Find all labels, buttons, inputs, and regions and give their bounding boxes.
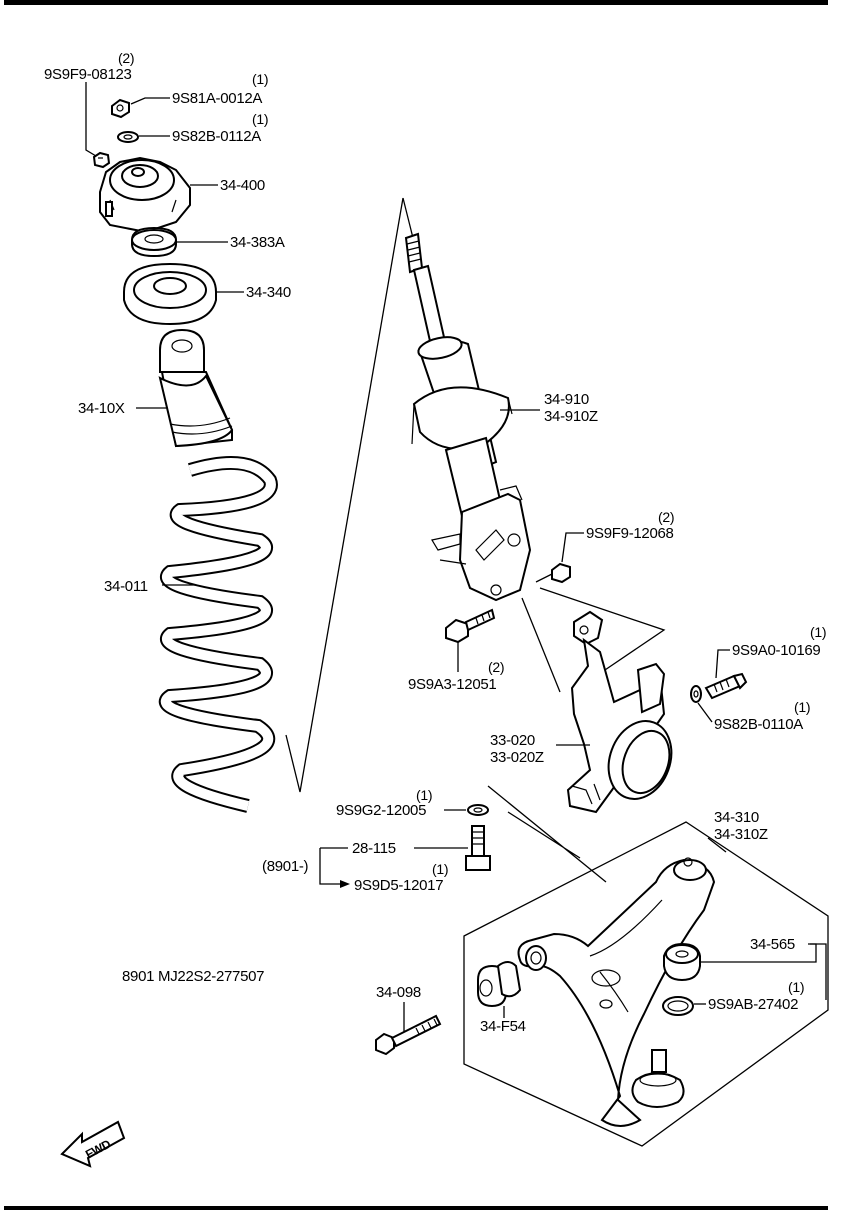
label-34-910z: 34-910Z (544, 408, 598, 425)
label-33-020z: 33-020Z (490, 749, 544, 766)
qty-9s81a-0012a: (1) (252, 71, 268, 87)
bump-stop-boot-34-10x-part (158, 328, 234, 448)
leader-34-565-b (808, 943, 827, 1000)
label-9s9a3-12051: 9S9A3-12051 (408, 676, 496, 693)
leader-9s9f9-08123 (85, 82, 97, 157)
bolt-9s9a0-10169-part (704, 672, 748, 700)
snap-ring-9s9ab-27402-part (662, 996, 694, 1016)
label-34-565: 34-565 (750, 936, 795, 953)
leader-34-310 (707, 837, 727, 853)
nut-9s9f9-12068-part (551, 562, 571, 584)
label-33-020: 33-020 (490, 732, 535, 749)
label-34-011: 34-011 (104, 578, 148, 595)
top-border-bar (4, 0, 828, 5)
label-9s82b-0112a: 9S82B-0112A (172, 128, 261, 145)
lower-arm-connection-line (487, 785, 607, 883)
label-9s9f9-08123: 9S9F9-08123 (44, 66, 132, 83)
bolt-34-098-part (375, 1014, 442, 1056)
lower-arm-group-outline (463, 821, 829, 1147)
label-34-340: 34-340 (246, 284, 291, 301)
fwd-arrow-icon: FWD (60, 1120, 126, 1168)
qty-9s9d5-12017: (1) (432, 861, 448, 877)
strut-assembly-34-910-part (404, 232, 532, 602)
date-range-bracket (319, 847, 348, 885)
date-range-arrowhead (340, 880, 350, 888)
label-28-115: 28-115 (352, 840, 396, 857)
bushing-34-565-part (663, 942, 701, 982)
bolt-28-115-part (465, 825, 491, 871)
lower-control-arm-34-310-part (517, 857, 716, 1127)
label-9s9f9-12068: 9S9F9-12068 (586, 525, 674, 542)
qty-9s9ab-27402: (1) (788, 979, 804, 995)
label-9s9d5-12017: 9S9D5-12017 (354, 877, 443, 894)
knuckle-connection-line-b (521, 597, 561, 693)
leader-9s9f9-12068-b (535, 573, 553, 583)
qty-9s9a0-10169: (1) (810, 624, 826, 640)
label-34-910: 34-910 (544, 391, 589, 408)
serial-note: 8901 MJ22S2-277507 (122, 968, 264, 985)
washer-9s82b-0110a-part (690, 685, 702, 703)
label-8901-range: (8901-) (262, 858, 309, 875)
bolt-9s9a3-12051-part (445, 608, 496, 644)
label-34-383a: 34-383A (230, 234, 285, 251)
qty-9s9f9-12068: (2) (658, 509, 674, 525)
leader-9s81a-0012a (130, 97, 170, 105)
label-9s9g2-12005: 9S9G2-12005 (336, 802, 426, 819)
label-34-f54: 34-F54 (480, 1018, 526, 1035)
qty-9s82b-0110a: (1) (794, 699, 810, 715)
qty-9s9f9-08123: (2) (118, 50, 134, 66)
label-34-400: 34-400 (220, 177, 265, 194)
qty-9s9a3-12051: (2) (488, 659, 504, 675)
qty-9s82b-0112a: (1) (252, 111, 268, 127)
leader-9s82b-0110a (697, 702, 713, 723)
nut-9s81a-0012a-part (111, 98, 130, 119)
spring-seat-34-340-part (123, 262, 217, 326)
washer-9s9g2-12005-part (467, 804, 489, 816)
coil-spring-34-011-part (158, 455, 278, 813)
leader-9s9a0-10169 (715, 649, 730, 679)
label-34-10x: 34-10X (78, 400, 125, 417)
label-9s82b-0110a: 9S82B-0110A (714, 716, 803, 733)
strut-mount-34-400-part (99, 156, 191, 234)
label-34-310z: 34-310Z (714, 826, 768, 843)
bottom-border-bar (4, 1206, 828, 1210)
assembly-pointer-strut-to-spring (285, 197, 404, 793)
steering-knuckle-33-020-part (566, 610, 673, 814)
knuckle-connection-line (539, 587, 666, 673)
label-34-310: 34-310 (714, 809, 759, 826)
label-9s81a-0012a: 9S81A-0012A (172, 90, 262, 107)
bushing-34-f54-part (477, 961, 522, 1008)
qty-9s9g2-12005: (1) (416, 787, 432, 803)
label-9s9a0-10169: 9S9A0-10169 (732, 642, 820, 659)
label-9s9ab-27402: 9S9AB-27402 (708, 996, 798, 1013)
washer-9s82b-0112a-part (117, 131, 139, 143)
label-34-098: 34-098 (376, 984, 421, 1001)
bearing-34-383a-part (131, 226, 177, 258)
leader-9s9f9-12068 (561, 532, 584, 563)
nut-9s9f9-08123-part (92, 151, 111, 169)
